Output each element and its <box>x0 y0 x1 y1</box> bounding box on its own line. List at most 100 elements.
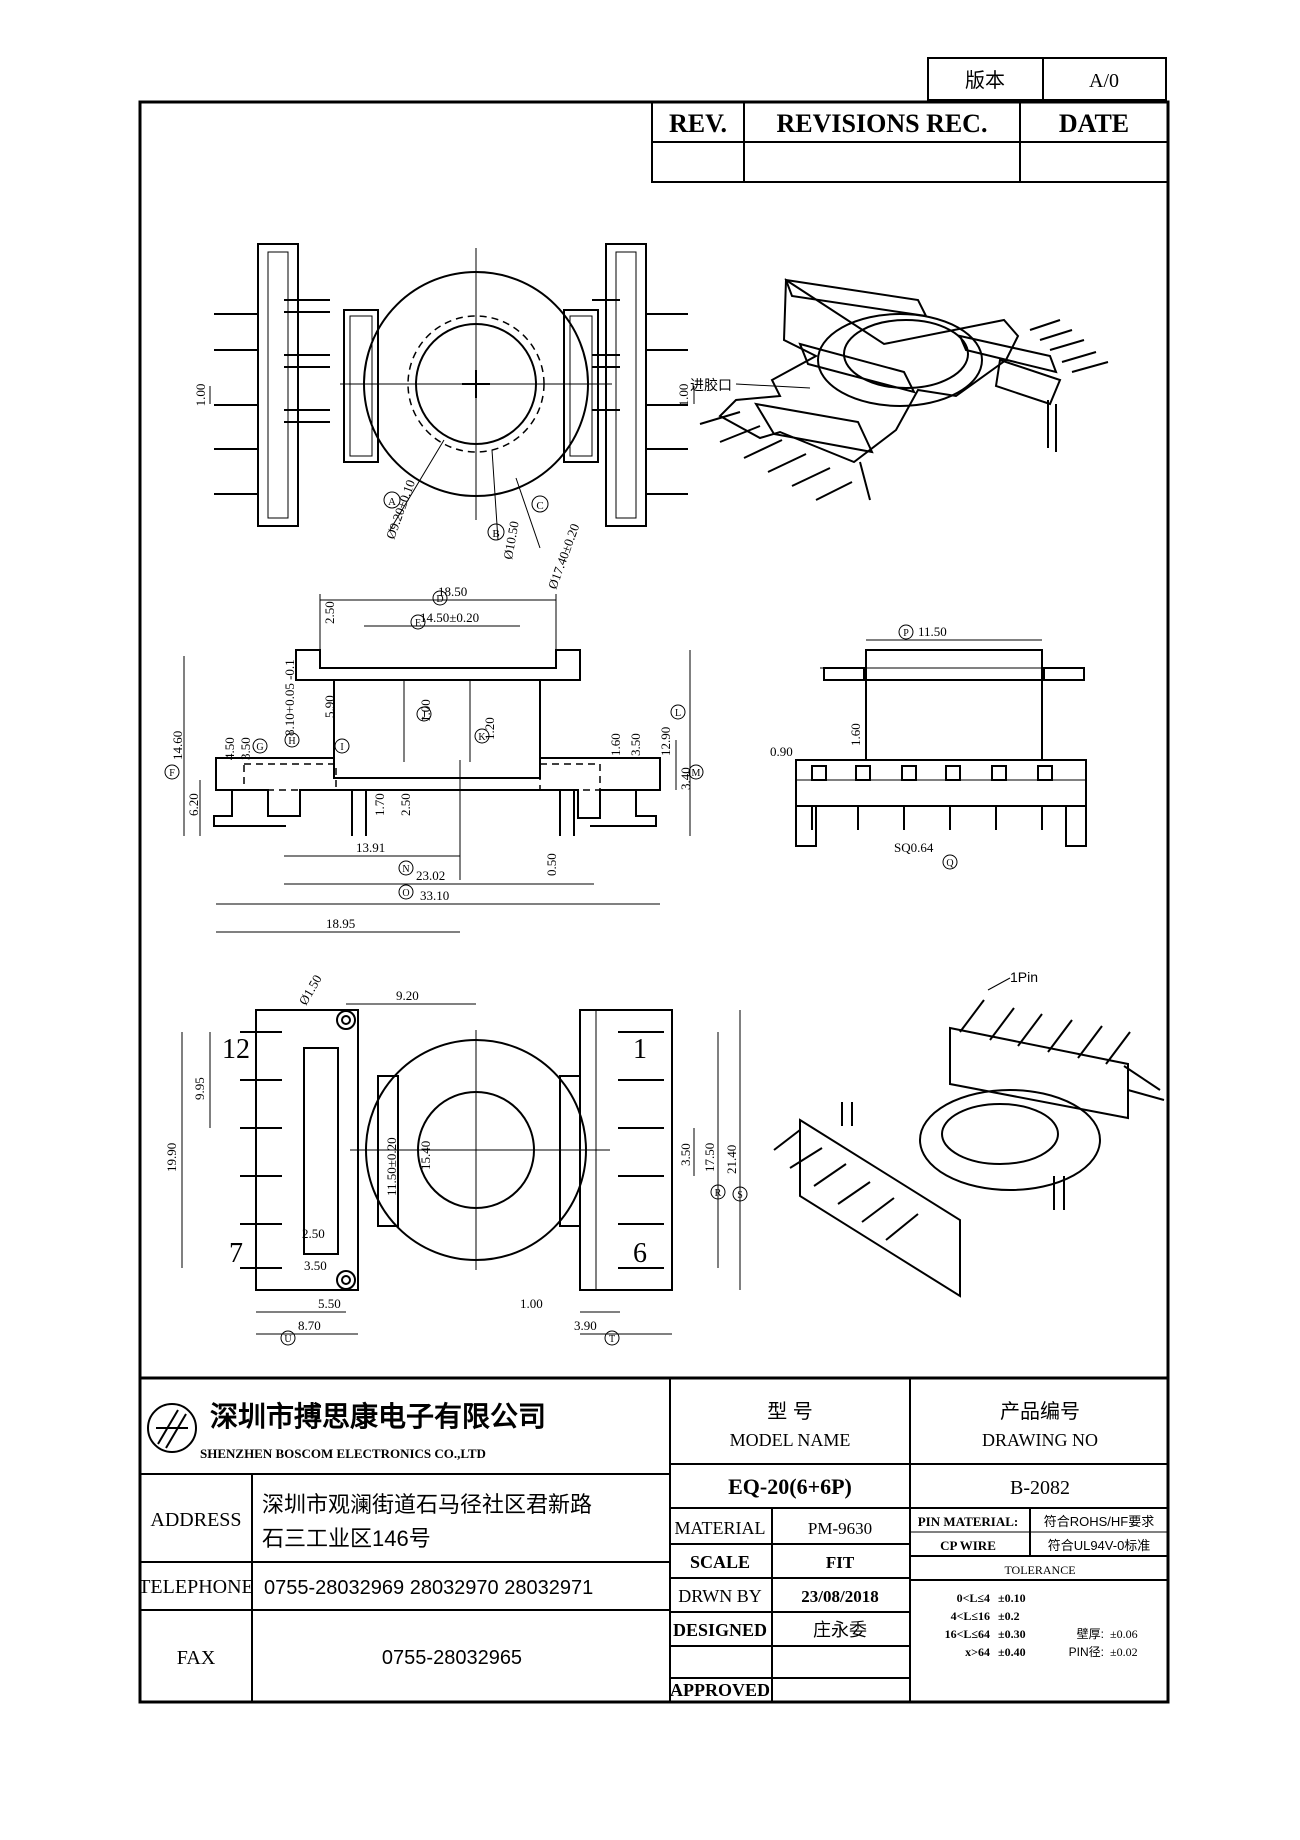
front-dim-13.91: 13.91 <box>356 840 385 855</box>
rev-header: REV. <box>669 109 727 138</box>
pin-dia-label: PIN径: <box>1069 1645 1104 1659</box>
scale-value: FIT <box>826 1553 855 1572</box>
front-dim-12.90: 12.90 <box>658 727 673 756</box>
bottom-dim-15.40: 15.40 <box>418 1141 433 1170</box>
callout-u: U <box>284 1334 292 1345</box>
side-dim-0.90: 0.90 <box>770 744 793 759</box>
tolerance-value-3: ±0.40 <box>998 1645 1026 1659</box>
callout-b: B <box>492 528 499 540</box>
model-value: EQ-20(6+6P) <box>728 1474 852 1499</box>
drawn-value: 23/08/2018 <box>801 1587 878 1606</box>
tolerance-range-3: x>64 <box>965 1645 990 1659</box>
iso-bottom-note: 1Pin <box>1010 969 1038 985</box>
pin-number-12: 12 <box>222 1034 250 1065</box>
top-dim-pitch-left: 1.00 <box>193 384 208 407</box>
pin-spec-2: 符合UL94V-0标准 <box>1048 1538 1151 1553</box>
wall-value: ±0.06 <box>1110 1627 1138 1641</box>
bottom-dim-2.50: 2.50 <box>302 1226 325 1241</box>
pin-spec-1: 符合ROHS/HF要求 <box>1044 1514 1155 1529</box>
front-dim-1.20: 1.20 <box>482 717 497 740</box>
pin-material-value: CP WIRE <box>940 1538 996 1553</box>
material-value: PM-9630 <box>808 1519 872 1538</box>
side-dim-1.60: 1.60 <box>848 723 863 746</box>
iso-top-note: 进胶口 <box>690 377 732 393</box>
callout-n: N <box>402 864 409 875</box>
callout-h: H <box>288 736 295 747</box>
front-view: 18.50 14.50±0.20 2.50 4.50 3.50 8.10+0.0… <box>164 584 704 933</box>
tolerance-range-2: 16<L≤64 <box>945 1627 990 1641</box>
callout-o: O <box>402 888 409 899</box>
address-label: ADDRESS <box>150 1509 241 1531</box>
bottom-dim-8.70: 8.70 <box>298 1318 321 1333</box>
version-value: A/0 <box>1089 70 1119 92</box>
scale-label: SCALE <box>690 1552 750 1572</box>
bottom-dim-3.50b: 3.50 <box>304 1258 327 1273</box>
front-dim-18.50: 18.50 <box>438 584 467 599</box>
pin-number-7: 7 <box>229 1238 243 1269</box>
address-line-1: 深圳市观澜街道石马径社区君新路 <box>262 1492 592 1517</box>
bottom-dim-5.50: 5.50 <box>318 1296 341 1311</box>
iso-top-view: 进胶口 <box>690 278 1109 501</box>
front-dim-14.50: 14.50±0.20 <box>420 610 479 625</box>
bottom-dim-3.90: 3.90 <box>574 1318 597 1333</box>
company-logo <box>147 1403 197 1453</box>
front-dim-2.50b: 2.50 <box>398 793 413 816</box>
side-dim-sq: SQ0.64 <box>894 840 934 855</box>
front-dim-23.02: 23.02 <box>416 868 445 883</box>
tolerance-label: TOLERANCE <box>1004 1563 1075 1577</box>
side-dim-11.50: 11.50 <box>918 624 947 639</box>
front-dim-2.50a: 2.50 <box>322 601 337 624</box>
pin-number-6: 6 <box>633 1238 647 1269</box>
front-dim-3.50a: 3.50 <box>238 737 253 760</box>
callout-t: T <box>609 1334 615 1345</box>
front-dim-14.60: 14.60 <box>170 731 185 760</box>
drawing-label-en: DRAWING NO <box>982 1430 1098 1450</box>
callout-m: M <box>692 768 701 779</box>
designed-label: DESIGNED <box>673 1620 767 1640</box>
pin-number-1: 1 <box>633 1034 647 1065</box>
callout-c: C <box>536 500 543 512</box>
callout-f: F <box>169 768 175 779</box>
bottom-dim-11.50: 11.50±0.20 <box>384 1137 399 1196</box>
side-view: 11.50 P 0.90 1.60 SQ0.64 Q <box>770 624 1087 870</box>
company-name-cn: 深圳市搏思康电子有限公司 <box>210 1400 546 1432</box>
front-dim-1.70: 1.70 <box>372 793 387 816</box>
front-dim-3.50b: 3.50 <box>628 733 643 756</box>
bottom-dim-19.90: 19.90 <box>164 1143 179 1172</box>
fax-label: FAX <box>177 1647 216 1669</box>
top-dim-inner-dia: Ø9.20±0.10 <box>383 478 418 541</box>
wall-label: 壁厚: <box>1077 1626 1104 1641</box>
logo-mark-icon <box>156 1409 188 1449</box>
front-dim-4.50: 4.50 <box>222 737 237 760</box>
date-header: DATE <box>1059 109 1129 138</box>
bottom-dim-17.50: 17.50 <box>702 1143 717 1172</box>
version-label: 版本 <box>965 69 1005 92</box>
top-dim-outer-dia: Ø17.40±0.20 <box>545 521 583 591</box>
telephone-label: TELEPHONE <box>138 1576 254 1598</box>
callout-i: I <box>340 742 343 753</box>
bottom-dim-1.00: 1.00 <box>520 1296 543 1311</box>
iso-bottom-view: 1Pin <box>773 969 1165 1298</box>
front-dim-1.60: 1.60 <box>608 733 623 756</box>
company-name-en: SHENZHEN BOSCOM ELECTRONICS CO.,LTD <box>200 1446 486 1461</box>
bottom-dim-3.50: 3.50 <box>678 1143 693 1166</box>
tolerance-value-1: ±0.2 <box>998 1609 1020 1623</box>
front-dim-0.50: 0.50 <box>544 853 559 876</box>
tolerance-range-0: 0<L≤4 <box>957 1591 990 1605</box>
front-dim-1.00: 1.00 <box>418 699 433 722</box>
callout-p: P <box>903 628 909 639</box>
bottom-view: 12 7 1 6 Ø1.50 <box>164 972 748 1346</box>
telephone-value: 0755-28032969 28032970 28032971 <box>264 1577 593 1599</box>
callout-g: G <box>256 742 263 753</box>
callout-j: J <box>422 710 426 721</box>
tolerance-range-1: 4<L≤16 <box>951 1609 990 1623</box>
tolerance-value-0: ±0.10 <box>998 1591 1026 1605</box>
model-label-en: MODEL NAME <box>730 1430 851 1450</box>
callout-d: D <box>436 594 443 605</box>
bottom-dim-pin-hole: Ø1.50 <box>296 972 325 1007</box>
tolerance-value-2: ±0.30 <box>998 1627 1026 1641</box>
top-dim-mid-dia: Ø10.50 <box>500 520 521 561</box>
fax-value: 0755-28032965 <box>382 1647 522 1669</box>
callout-e: E <box>415 618 421 629</box>
